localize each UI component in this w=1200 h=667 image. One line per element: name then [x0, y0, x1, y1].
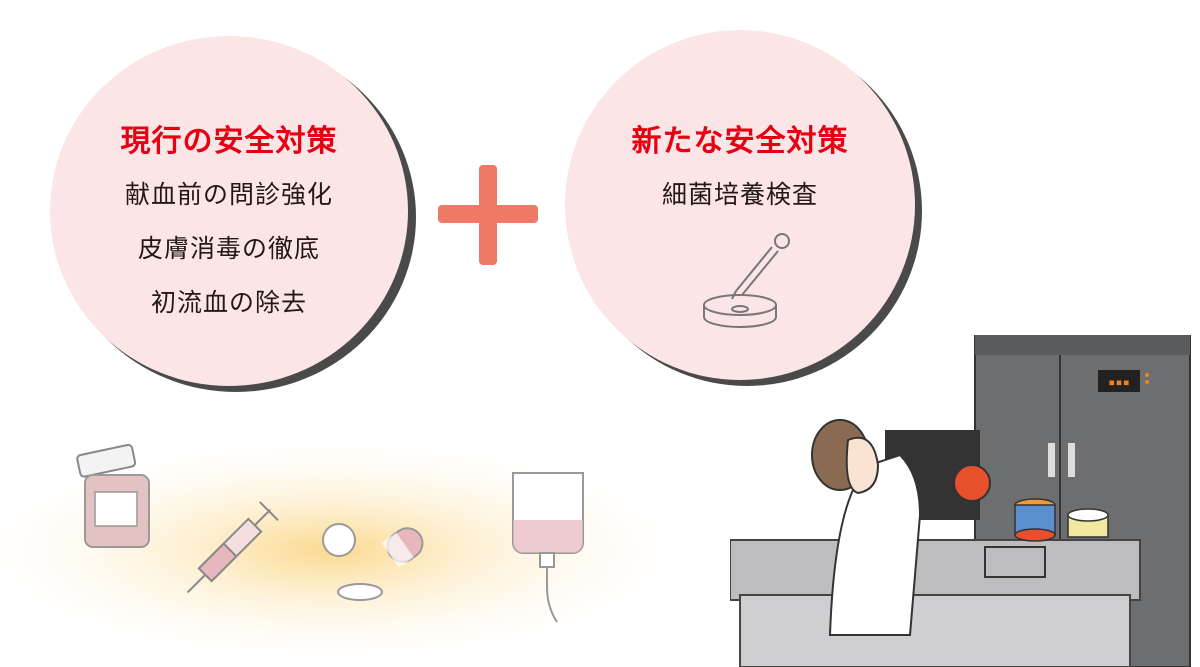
new-measure-item: 細菌培養検査: [661, 180, 818, 209]
iv-bag-icon: [512, 472, 584, 623]
lab-worker-illustration: ▪▪▪: [730, 335, 1191, 667]
petri-dish-pipette-icon: [703, 233, 790, 328]
current-measure-item: 献血前の問診強化: [124, 180, 333, 209]
syringe-icon: [186, 501, 279, 594]
current-measure-item: 皮膚消毒の徹底: [137, 234, 320, 263]
current-measure-item: 初流血の除去: [150, 288, 307, 317]
current-measures-title: 現行の安全対策: [120, 124, 338, 159]
medicine-bottle-icon: [76, 443, 150, 548]
svg-text:▪▪▪: ▪▪▪: [1108, 375, 1130, 389]
new-measures-title: 新たな安全対策: [631, 124, 849, 159]
pills-icon: [322, 523, 424, 601]
